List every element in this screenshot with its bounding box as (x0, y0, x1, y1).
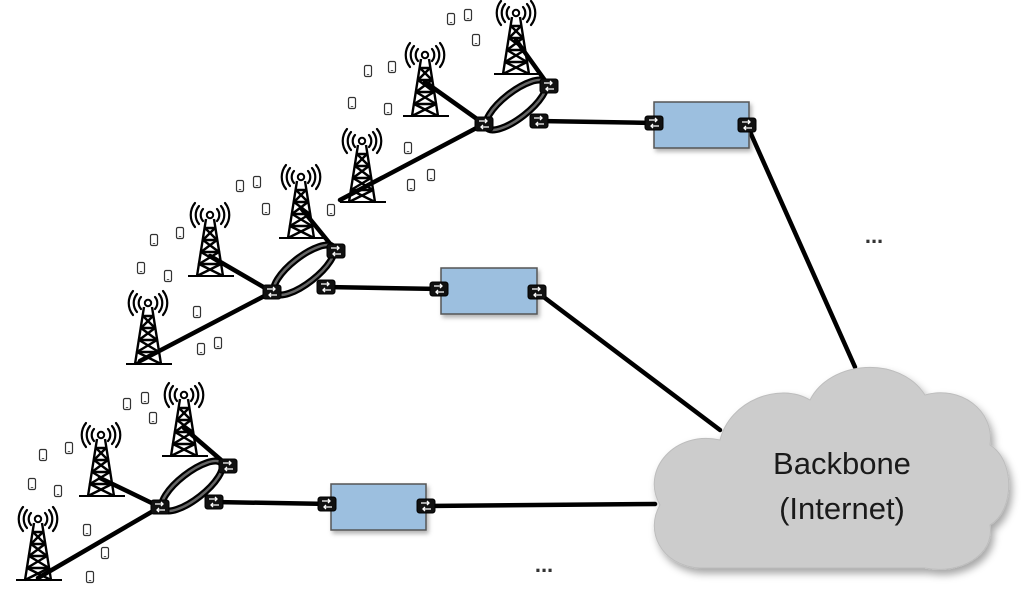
switch-icon (262, 284, 282, 300)
mobile-device-icon (122, 397, 132, 411)
mobile-device-icon (235, 179, 245, 193)
switch-icon (326, 243, 346, 259)
mobile-device-icon (363, 64, 373, 78)
gateway-box-top (653, 101, 750, 149)
switch-icon (150, 499, 170, 515)
backbone-cloud (653, 366, 1010, 570)
ellipsis-bottom: ... (535, 552, 553, 577)
mobile-device-icon (446, 12, 456, 26)
switch-icon (737, 117, 757, 133)
mobile-device-icon (326, 203, 336, 217)
mobile-device-icon (53, 484, 63, 498)
mobile-device-icon (261, 202, 271, 216)
gateway-boxes (330, 101, 750, 531)
cell-tower-icon (124, 289, 174, 366)
mobile-device-icon (471, 33, 481, 47)
switch-icon (474, 116, 494, 132)
switch-icon (218, 458, 238, 474)
mobile-device-icon (148, 411, 158, 425)
switch-icon (527, 284, 547, 300)
gateway-box-middle (440, 267, 538, 315)
mobile-device-icon (383, 102, 393, 116)
cell-tower-icon (338, 127, 388, 204)
cloud-label-line2: (Internet) (779, 491, 905, 526)
mobile-device-icon (196, 342, 206, 356)
switch-icon (529, 113, 549, 129)
switch-icon (539, 78, 559, 94)
mobile-device-icon (140, 391, 150, 405)
mobile-device-icon (38, 448, 48, 462)
switch-icon (429, 281, 449, 297)
mobile-device-icon (347, 96, 357, 110)
mobile-device-icon (136, 261, 146, 275)
mobile-device-icon (403, 141, 413, 155)
switch-icon (204, 494, 224, 510)
mobile-device-icon (192, 305, 202, 319)
mobile-device-icon (85, 570, 95, 584)
mobile-device-icon (213, 336, 223, 350)
mobile-device-icon (175, 226, 185, 240)
mobile-device-icon (27, 477, 37, 491)
switch-icon (317, 496, 337, 512)
mobile-device-icon (406, 178, 416, 192)
switch-icon (644, 115, 664, 131)
mobile-device-icon (64, 441, 74, 455)
gateway-box-bottom (330, 483, 427, 531)
switch-icon (316, 279, 336, 295)
mobile-device-icon (426, 168, 436, 182)
mobile-device-icon (463, 8, 473, 22)
cloud-label-line1: Backbone (773, 446, 911, 481)
mobile-device-icon (252, 175, 262, 189)
ellipsis-right: ... (865, 223, 883, 248)
mobile-device-icon (100, 546, 110, 560)
mobile-device-icon (149, 233, 159, 247)
mobile-device-icon (387, 60, 397, 74)
switch-icon (416, 498, 436, 514)
cell-tower-icon (401, 41, 451, 118)
mobile-device-icon (82, 523, 92, 537)
mobile-device-icon (163, 269, 173, 283)
